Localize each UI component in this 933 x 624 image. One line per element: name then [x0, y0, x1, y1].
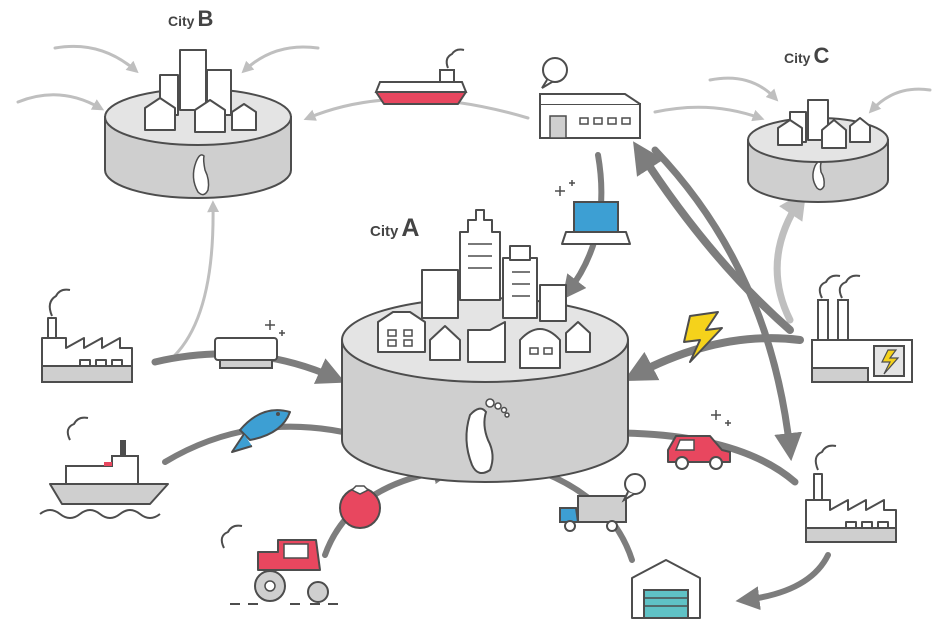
lightning-bolt-icon [683, 311, 723, 363]
city-a-buildings [377, 209, 591, 369]
city-c-buildings [777, 99, 871, 149]
sparkle-icon-laptop [555, 180, 575, 196]
factory-right-icon [805, 444, 897, 541]
delivery-truck-icon [559, 495, 627, 532]
cargo-ship-icon [374, 48, 468, 105]
arrow-inflow-b-topleft [53, 44, 139, 74]
sparkle-icon-appliance [265, 320, 285, 336]
city-b-label-word: City [168, 13, 195, 29]
city-c-footprint-icon [812, 161, 825, 191]
arrow-inflow-b-topright [241, 45, 320, 74]
arrow-inflow-c-right [868, 87, 932, 114]
arrow-power-to-a [623, 334, 804, 381]
city-c-label-letter: C [813, 43, 830, 68]
tomato-icon [339, 485, 381, 529]
city-b-footprint-icon [192, 154, 210, 196]
city-a-building-windows [387, 243, 553, 355]
speech-bubble-icon [541, 57, 568, 89]
arrow-inflow-b-left [16, 93, 105, 111]
city-b-label-letter: B [197, 6, 214, 31]
city-b-buildings [144, 49, 257, 133]
arrow-warehouse-to-factory [651, 146, 803, 462]
factory-right-base [805, 527, 897, 543]
city-c-label-word: City [784, 50, 811, 66]
tractor-icon [220, 524, 338, 605]
car-icon [667, 435, 731, 470]
arrow-factory-to-b [168, 200, 220, 362]
arrow-power-to-warehouse [633, 141, 794, 334]
arrow-inflow-c-topleft [708, 76, 779, 102]
arrow-warehouse-to-c [653, 105, 765, 122]
arrow-power-to-c [773, 190, 807, 324]
city-a-footprint-toes [485, 398, 510, 418]
speech-bubble-icon-truck [621, 473, 646, 503]
appliance-printer-icon [214, 337, 278, 369]
arrow-factory-to-storage [735, 552, 831, 611]
fishing-boat-icon [39, 416, 169, 519]
laptop-icon [561, 201, 631, 245]
city-a-label-word: City [370, 223, 399, 240]
office-warehouse-icon [539, 93, 641, 139]
fish-icon [231, 409, 291, 453]
factory-left-base [41, 365, 133, 383]
power-plant-icon [811, 274, 913, 383]
storage-warehouse-icon [631, 559, 701, 619]
city-a-label-letter: A [401, 214, 420, 242]
sparkle-icon-car [711, 410, 731, 426]
city-a-footprint-icon [465, 407, 494, 475]
